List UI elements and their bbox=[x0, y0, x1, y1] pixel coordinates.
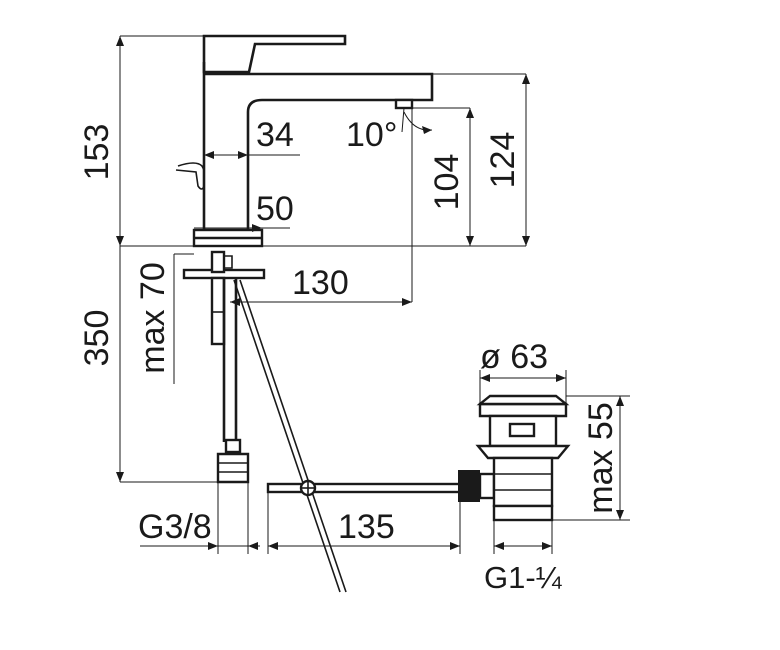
dim-10-degree-label: 10° bbox=[346, 116, 397, 154]
mounting-assembly bbox=[182, 250, 347, 593]
dim-350-label: 350 bbox=[78, 310, 116, 367]
dim-153-label: 153 bbox=[78, 124, 116, 181]
dim-g114-label: G1-¼ bbox=[484, 560, 563, 595]
dim-63-label: ø 63 bbox=[480, 338, 548, 376]
dimension-arrows bbox=[116, 36, 624, 550]
dim-max70-label: max 70 bbox=[134, 262, 172, 374]
dim-g38-label: G3/8 bbox=[138, 508, 212, 546]
dim-max55-label: max 55 bbox=[582, 402, 620, 514]
waste-assembly bbox=[266, 394, 571, 522]
dimension-lines bbox=[119, 35, 630, 554]
dim-34-label: 34 bbox=[256, 116, 294, 154]
dim-104-label: 104 bbox=[428, 154, 466, 211]
dim-124-label: 124 bbox=[484, 132, 522, 189]
dim-130-label: 130 bbox=[292, 264, 349, 302]
dim-50-label: 50 bbox=[256, 190, 294, 228]
dim-135-label: 135 bbox=[338, 508, 395, 546]
faucet-body bbox=[175, 34, 434, 248]
